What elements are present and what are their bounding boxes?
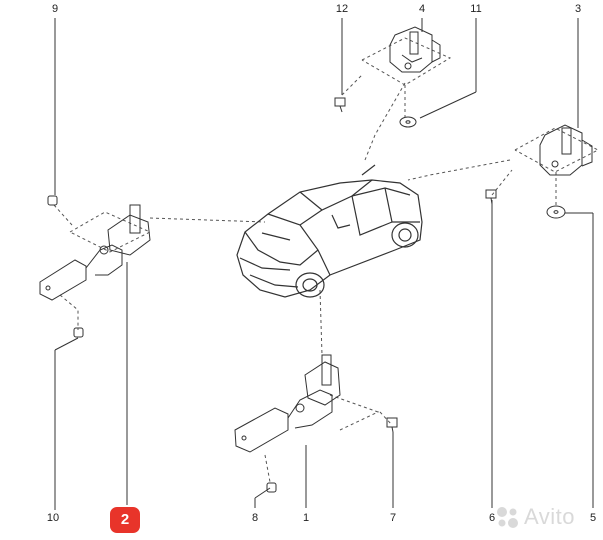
watermark-text: Avito: [524, 504, 576, 529]
nut-part-9: [47, 195, 58, 206]
callout-9: 9: [51, 3, 59, 15]
avito-watermark: Avito: [494, 504, 575, 530]
bolt-part-7: [386, 417, 398, 433]
washer-part-11: [399, 116, 417, 128]
hinge-part-4: [389, 26, 441, 73]
callout-1: 1: [302, 512, 310, 524]
callout-7: 7: [389, 512, 397, 524]
dashed-connectors: [53, 37, 600, 483]
bolt-part-12: [334, 97, 346, 113]
washer-part-5: [546, 205, 566, 219]
car-illustration: [236, 164, 423, 298]
nut-part-10: [73, 327, 84, 338]
avito-logo-icon: [497, 507, 518, 528]
callout-4: 4: [418, 3, 426, 15]
bolt-part-6: [485, 189, 497, 205]
leader-lines: [54, 18, 594, 510]
callout-12: 12: [335, 3, 349, 15]
callout-3: 3: [574, 3, 582, 15]
hinge-part-3: [539, 124, 593, 176]
nut-part-8: [266, 482, 277, 493]
hinge-part-1: [234, 354, 341, 453]
hinge-part-2: [39, 204, 151, 301]
callout-5: 5: [589, 512, 597, 524]
callout-10: 10: [46, 512, 60, 524]
highlighted-callout-2: 2: [110, 507, 140, 533]
callout-6: 6: [488, 512, 496, 524]
callout-11: 11: [470, 3, 482, 15]
callout-8: 8: [251, 512, 259, 524]
